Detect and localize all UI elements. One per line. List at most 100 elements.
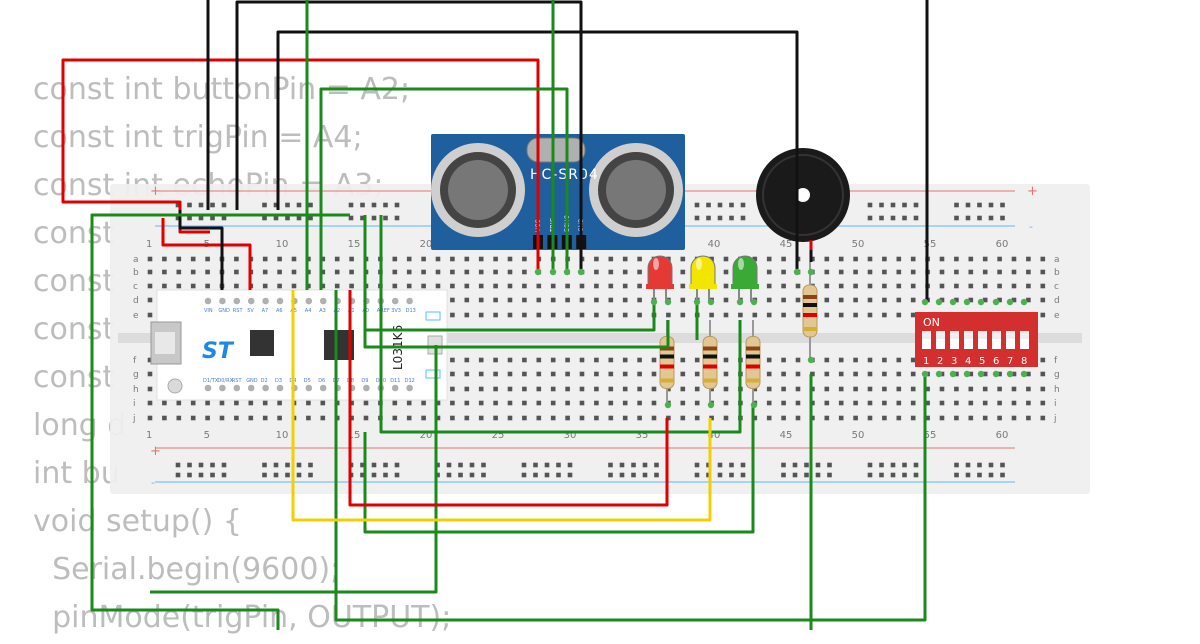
breadboard-hole	[781, 400, 786, 406]
breadboard-hole	[838, 269, 844, 275]
breadboard-hole	[435, 400, 441, 406]
breadboard-hole	[694, 415, 700, 421]
connection-dot	[750, 401, 758, 409]
breadboard-hole	[291, 269, 297, 275]
rail-hole	[867, 202, 873, 208]
breadboard-hole	[795, 400, 801, 406]
breadboard-hole	[910, 371, 916, 377]
breadboard-hole	[723, 357, 729, 363]
row-letter: a	[1054, 255, 1060, 265]
rail-hole	[296, 215, 302, 221]
rail-hole	[890, 472, 896, 478]
breadboard-hole	[450, 400, 455, 406]
rail-hole	[360, 472, 365, 478]
rail-hole	[556, 472, 561, 478]
breadboard-hole	[579, 283, 585, 289]
breadboard-hole	[939, 283, 945, 289]
breadboard-hole	[766, 371, 772, 377]
breadboard-hole	[1026, 283, 1031, 289]
breadboard-hole	[637, 371, 642, 377]
breadboard-hole	[522, 256, 527, 262]
dip-lever	[978, 331, 987, 349]
led-shine	[696, 258, 702, 270]
breadboard-hole	[522, 312, 527, 318]
breadboard-hole	[867, 386, 873, 392]
breadboard-hole	[824, 386, 830, 392]
rail-hole	[954, 472, 959, 478]
board-pin-label: VIN	[204, 308, 213, 314]
breadboard-hole	[190, 269, 196, 275]
breadboard-hole	[594, 312, 599, 318]
breadboard-hole	[205, 415, 210, 421]
rail-hole	[221, 462, 227, 468]
connection-dot	[664, 298, 672, 306]
breadboard-hole	[781, 386, 786, 392]
connection-dot	[807, 268, 815, 276]
board-pin	[219, 297, 226, 305]
breadboard-hole	[248, 415, 254, 421]
breadboard-hole	[882, 415, 887, 421]
breadboard-hole	[507, 283, 513, 289]
breadboard-hole	[1040, 400, 1046, 406]
breadboard-hole	[882, 312, 887, 318]
bottom-minus-sign-left: -	[151, 476, 155, 489]
rail-hole	[977, 472, 982, 478]
breadboard-hole	[234, 400, 239, 406]
board-pin-label: RST	[233, 308, 244, 314]
rail-hole	[544, 472, 550, 478]
rail-hole	[879, 472, 884, 478]
breadboard-hole	[896, 297, 902, 303]
rail-hole	[1000, 202, 1005, 208]
breadboard-hole	[450, 297, 455, 303]
board-pin-label: D3	[275, 378, 282, 384]
breadboard-hole	[522, 297, 527, 303]
breadboard-hole	[522, 371, 527, 377]
resistor-band	[660, 354, 674, 359]
rail-hole	[383, 202, 388, 208]
rail-hole	[273, 215, 279, 221]
sensor-label: HC-SR04	[530, 167, 599, 183]
rail-hole	[567, 472, 573, 478]
rail-hole	[262, 462, 267, 468]
dip-lever-knob	[978, 331, 987, 339]
column-number: 40	[708, 430, 721, 441]
column-number: 55	[924, 239, 937, 250]
breadboard-hole	[982, 415, 988, 421]
breadboard-hole	[406, 283, 412, 289]
connection-dot	[549, 268, 557, 276]
breadboard-hole	[637, 415, 642, 421]
connection-dot	[992, 298, 1000, 306]
breadboard-hole	[392, 256, 398, 262]
breadboard-hole	[853, 283, 858, 289]
breadboard-hole	[882, 256, 887, 262]
wire-green	[334, 290, 927, 622]
breadboard-hole	[1040, 371, 1046, 377]
board-pin	[262, 297, 269, 305]
breadboard-hole	[478, 312, 484, 318]
breadboard-hole	[162, 269, 167, 275]
breadboard-hole	[622, 312, 628, 318]
breadboard-hole	[1040, 312, 1046, 318]
dip-lever-knob	[950, 331, 959, 339]
breadboard-hole	[997, 386, 1002, 392]
rail-hole	[371, 472, 377, 478]
resistor-band	[803, 295, 817, 299]
breadboard-hole	[795, 297, 801, 303]
breadboard-hole	[205, 256, 210, 262]
breadboard-hole	[162, 400, 167, 406]
rail-hole	[694, 472, 700, 478]
breadboard-hole	[637, 256, 642, 262]
breadboard-hole	[896, 269, 902, 275]
resistor-band	[803, 327, 817, 331]
rail-hole	[879, 202, 884, 208]
breadboard-hole	[939, 297, 945, 303]
breadboard-hole	[968, 269, 974, 275]
breadboard-hole	[594, 386, 599, 392]
breadboard-hole	[680, 371, 686, 377]
breadboard-hole	[493, 283, 498, 289]
breadboard-hole	[536, 415, 542, 421]
breadboard-hole	[565, 386, 570, 392]
rail-hole	[815, 472, 821, 478]
breadboard-hole	[493, 297, 498, 303]
rail-hole	[273, 462, 279, 468]
